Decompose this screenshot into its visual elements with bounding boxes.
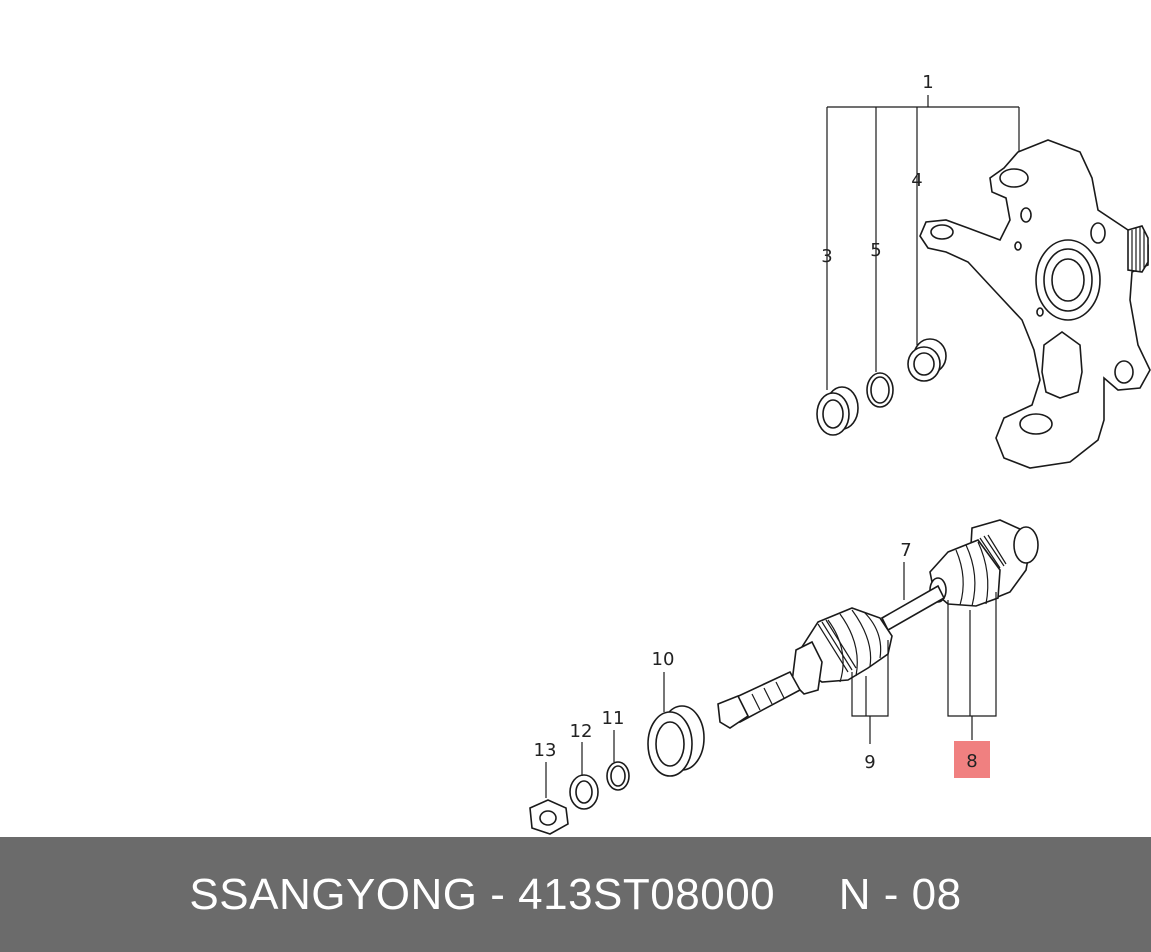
callout-11: 11 <box>602 708 625 729</box>
separator: - <box>477 869 519 919</box>
shaft-bar <box>880 584 946 632</box>
needle-bearing-inner <box>913 352 935 376</box>
stud-threads <box>1131 227 1145 272</box>
knuckle-bore-inner <box>1051 258 1085 302</box>
callout-4: 4 <box>911 170 922 191</box>
brand-name: SSANGYONG <box>189 869 478 919</box>
exploded-view-drawing: 1 4 5 3 <box>529 72 1151 835</box>
callout-8-highlight <box>954 741 990 778</box>
knuckle-group: 1 4 5 3 <box>816 72 1151 469</box>
knuckle-side-hole <box>1090 222 1106 244</box>
callout-1: 1 <box>922 72 933 93</box>
gap <box>775 870 839 919</box>
hub-nut-hole <box>539 810 557 826</box>
leader-8 <box>947 592 997 740</box>
driveshaft-group: 7 9 8 10 11 12 13 <box>529 519 1039 835</box>
callout-9: 9 <box>864 752 875 773</box>
snap-ring-inner <box>610 765 626 787</box>
callout-13: 13 <box>534 740 557 761</box>
knuckle-small-hole-2 <box>1014 241 1022 251</box>
dust-cover-inner <box>655 721 685 767</box>
knuckle-small-hole-3 <box>1036 307 1044 317</box>
knuckle-lower-eye <box>1019 413 1053 435</box>
outer-stub <box>1013 526 1039 564</box>
knuckle-arm-eye <box>930 224 954 240</box>
callout-8: 8 <box>966 751 977 772</box>
callout-10: 10 <box>652 649 675 670</box>
parts-diagram: 1 4 5 3 <box>529 72 1151 835</box>
part-number: 413ST08000 <box>518 869 776 919</box>
outer-boot <box>929 539 1001 607</box>
thin-ring-inner <box>870 376 890 404</box>
callout-12: 12 <box>570 721 593 742</box>
washer-inner <box>575 780 593 804</box>
callout-5: 5 <box>870 240 881 261</box>
inner-boot-folds <box>827 609 882 683</box>
leader-1 <box>826 95 1020 390</box>
footer-bar: SSANGYONG - 413ST08000 N - 08 <box>0 837 1151 952</box>
knuckle-right-eye <box>1114 360 1134 384</box>
inner-abs-band <box>817 619 857 673</box>
outer-boot-folds <box>955 541 989 607</box>
callout-7: 7 <box>900 540 911 561</box>
callout-3: 3 <box>821 246 832 267</box>
knuckle-small-hole-1 <box>1020 207 1032 223</box>
oil-seal-inner <box>822 399 844 429</box>
spline-end <box>717 694 750 729</box>
knuckle-stud <box>1127 225 1149 273</box>
spline-teeth <box>739 681 785 717</box>
diagram-ref: N - 08 <box>838 869 962 919</box>
outer-abs-band <box>979 534 1007 569</box>
knuckle-upper-eye <box>999 168 1029 188</box>
leader-9 <box>851 640 889 744</box>
knuckle-slot <box>1041 331 1083 399</box>
footer-caption: SSANGYONG - 413ST08000 N - 08 <box>189 870 961 920</box>
